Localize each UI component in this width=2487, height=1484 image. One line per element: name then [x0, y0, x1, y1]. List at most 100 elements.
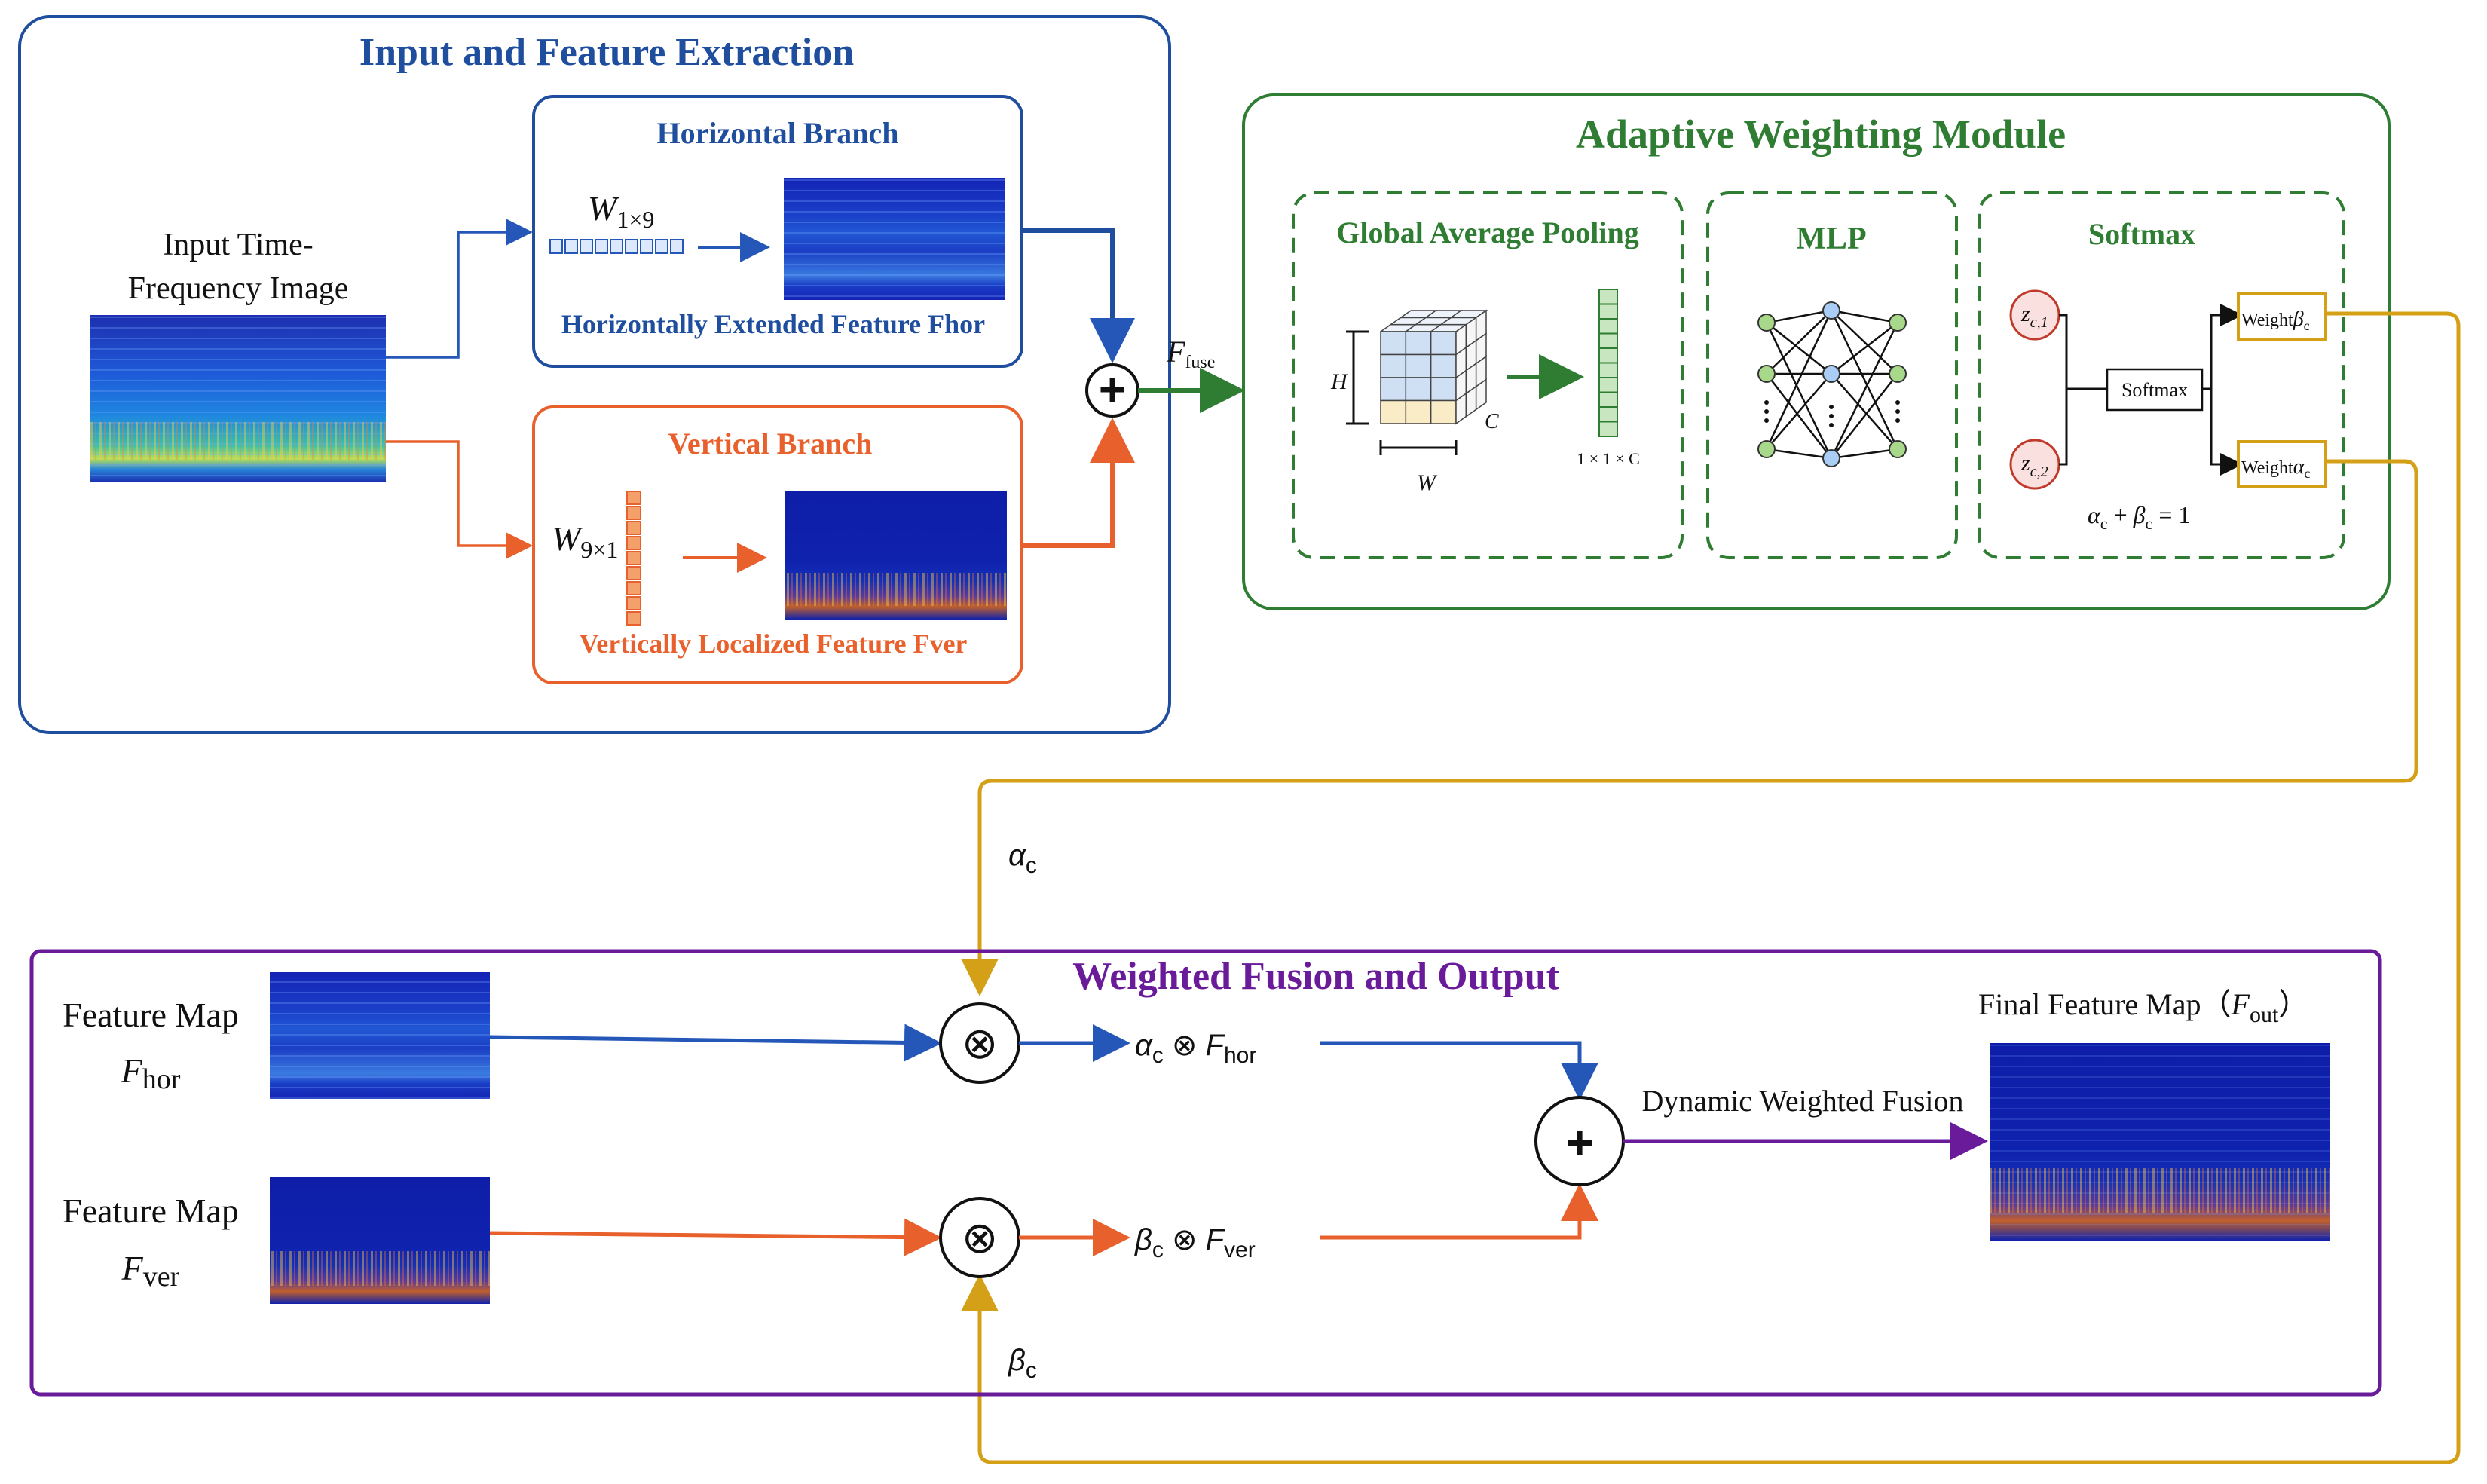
mlp-edge — [1831, 373, 1898, 459]
mlp-edge — [1830, 310, 1899, 450]
vertical-to-sum-arrow — [1022, 418, 1135, 548]
fuse-label: Ffuse — [1166, 335, 1215, 372]
weight-alpha-label: Weightαc — [2241, 455, 2310, 481]
mlp-node — [1822, 301, 1840, 320]
mlp-ellipsis-dot — [1764, 400, 1769, 405]
mlp-edge — [1765, 322, 1833, 459]
mlp-ellipsis-dot — [1764, 418, 1769, 423]
gap-vector-cell — [1598, 347, 1618, 364]
softmax-box-label: Softmax — [2121, 379, 2188, 401]
vertical-kernel-cells — [626, 491, 641, 626]
gap-title: Global Average Pooling — [1336, 216, 1638, 249]
vertical-kernel-cell — [626, 611, 641, 626]
softmax-title: Softmax — [2088, 217, 2195, 251]
hor-product-label: αc ⊗ Fhor — [1135, 1029, 1256, 1068]
gap-vector-cell — [1598, 362, 1618, 378]
ver-product-to-sum-arrow — [1320, 1183, 1598, 1240]
gap-vector-cell — [1598, 391, 1618, 408]
fmap-ver-spectrogram — [270, 1177, 490, 1304]
mlp-ellipsis-dot — [1895, 418, 1900, 423]
mlp-node — [1822, 365, 1840, 383]
softmax-panel — [1978, 191, 2345, 559]
fusion-sum-symbol: + — [1565, 1115, 1593, 1170]
cube-front-cell — [1380, 331, 1407, 356]
softmax-box — [2106, 368, 2204, 412]
mlp-edge — [1831, 322, 1898, 375]
cube-front-cell — [1405, 399, 1432, 424]
vertical-feature-spectrogram — [785, 491, 1007, 620]
gap-vector-cell — [1598, 318, 1618, 335]
mlp-edge — [1766, 322, 1832, 375]
vertical-kernel-cell — [626, 536, 641, 550]
mlp-edge — [1766, 373, 1832, 450]
cube-front-cell — [1405, 331, 1432, 356]
alpha-route-line — [961, 459, 2418, 996]
mlp-edge — [1831, 373, 1898, 450]
z1-label: zc,1 — [2020, 301, 2048, 331]
mlp-edge — [1831, 310, 1898, 375]
softmax-to-alpha-arrow — [2210, 389, 2243, 476]
input-to-horizontal-arrow — [386, 219, 533, 359]
gap-output-vector — [1598, 289, 1618, 437]
fusion-section-title: Weighted Fusion and Output — [1072, 955, 1560, 998]
mlp-node — [1889, 440, 1907, 458]
horizontal-kernel-label: W1×9 — [588, 189, 654, 233]
vertical-kernel-cell — [626, 596, 641, 610]
horizontal-kernel-cell — [610, 239, 623, 254]
horizontal-branch-title: Horizontal Branch — [656, 116, 898, 150]
cube-front-cell — [1380, 377, 1407, 402]
adaptive-module-title: Adaptive Weighting Module — [1576, 112, 2066, 157]
fmap-hor-label-line1: Feature Map — [63, 996, 239, 1034]
ver-mult-symbol: ⊗ — [962, 1213, 999, 1262]
horizontal-kernel-cell — [549, 239, 563, 254]
cube-side-cell — [1475, 378, 1487, 411]
hor-product-to-sum-arrow — [1320, 1041, 1598, 1100]
z-merge-lines — [2059, 314, 2107, 466]
horizontal-kernel-cell — [640, 239, 653, 254]
vertical-branch-caption: Vertically Localized Feature Fver — [580, 629, 968, 659]
cube-front-cell — [1430, 353, 1457, 378]
alpha-route-label: αc — [1008, 839, 1037, 878]
fusion-section-panel — [29, 949, 2382, 1397]
vertical-kernel-cell — [626, 506, 641, 520]
cube-front-cell — [1430, 399, 1457, 424]
vertical-kernel-cell — [626, 521, 641, 535]
z2-label: zc,2 — [2020, 451, 2048, 480]
mlp-edge — [1766, 310, 1832, 375]
gap-vector-cell — [1598, 289, 1618, 305]
cube-front-cell — [1430, 331, 1457, 356]
adaptive-module-panel — [1242, 93, 2391, 610]
gap-vector-cell — [1598, 421, 1618, 437]
mlp-edge — [1766, 309, 1832, 324]
mlp-ellipsis-dot — [1764, 409, 1769, 414]
feature-cube — [1378, 309, 1488, 425]
input-section-title: Input and Feature Extraction — [359, 31, 854, 74]
horizontal-kernel-cell — [670, 239, 684, 254]
horizontal-kernel-cell — [655, 239, 668, 254]
mlp-edge — [1831, 309, 1898, 324]
mlp-node — [1889, 314, 1907, 332]
input-spectrogram — [90, 315, 386, 482]
fmap-hor-label-line2: Fhor — [121, 1051, 181, 1095]
mlp-network — [1757, 301, 1907, 467]
mlp-node — [1757, 314, 1776, 332]
gap-vector-cell — [1598, 377, 1618, 393]
fmap-hor-to-mult-arrow — [489, 1024, 942, 1062]
final-feature-map-label: Final Feature Map（Fout） — [1978, 987, 2308, 1027]
horizontal-kernel-cell — [595, 239, 608, 254]
mlp-node — [1757, 440, 1776, 458]
gap-vector-cell — [1598, 332, 1618, 349]
beta-route-line — [961, 311, 2461, 1464]
gap-h-label: H — [1330, 369, 1349, 394]
ver-product-label: βc ⊗ Fver — [1134, 1223, 1256, 1262]
horizontal-kernel-cells — [549, 239, 684, 254]
fmap-ver-to-mult-arrow — [489, 1218, 942, 1256]
vertical-kernel-cell — [626, 491, 641, 505]
vertical-kernel-cell — [626, 581, 641, 595]
horizontal-kernel-cell — [564, 239, 578, 254]
vertical-branch-title: Vertical Branch — [668, 427, 873, 460]
mlp-node — [1889, 365, 1907, 383]
fmap-ver-label-line2: Fver — [121, 1249, 180, 1293]
cube-front-cell — [1380, 399, 1407, 424]
